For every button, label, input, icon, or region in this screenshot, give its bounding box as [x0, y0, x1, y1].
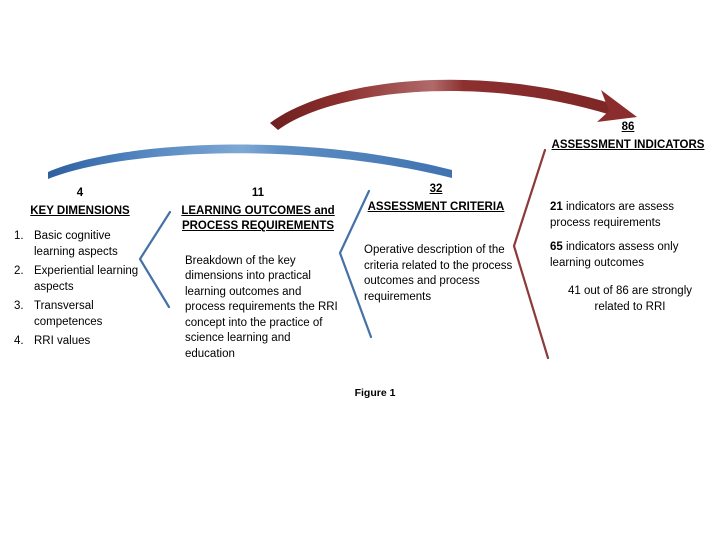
column-learning-outcomes: 11 LEARNING OUTCOMES and PROCESS REQUIRE… — [178, 186, 338, 362]
list-item-label: Transversal competences — [34, 300, 103, 328]
heading-assessment-indicators: ASSESSMENT INDICATORS — [551, 138, 705, 151]
column-assessment-indicators: 86 ASSESSMENT INDICATORS 21 indicators a… — [540, 120, 716, 315]
column-assessment-criteria: 32 ASSESSMENT CRITERIA Operative descrip… — [356, 182, 516, 305]
heading-key-dimensions: KEY DIMENSIONS — [30, 204, 130, 217]
indicator-note: 41 out of 86 are strongly related to RRI — [567, 285, 693, 313]
count-key-dimensions: 4 — [76, 187, 84, 199]
key-dimensions-list: 1. Basic cognitive learning aspects 2. E… — [10, 229, 150, 350]
list-marker: 1. — [14, 230, 24, 242]
list-item: 3. Transversal competences — [10, 299, 150, 330]
body-assessment-criteria: Operative description of the criteria re… — [364, 244, 513, 303]
list-marker: 3. — [14, 300, 24, 312]
stat-2-text: indicators assess only learning outcomes — [550, 241, 679, 269]
list-item: 1. Basic cognitive learning aspects — [10, 229, 150, 260]
figure-caption: Figure 1 — [354, 387, 396, 399]
stat-2-number: 65 — [550, 241, 563, 253]
body-assessment-indicators: 21 indicators are assess process require… — [540, 200, 716, 315]
list-marker: 4. — [14, 335, 24, 347]
count-assessment-indicators: 86 — [621, 121, 635, 133]
red-arrowhead-icon — [597, 90, 637, 122]
list-item-label: Experiential learning aspects — [34, 265, 139, 293]
list-item-label: Basic cognitive learning aspects — [34, 230, 118, 258]
list-item-label: RRI values — [34, 335, 91, 347]
heading-learning-outcomes: LEARNING OUTCOMES and PROCESS REQUIREMEN… — [178, 204, 338, 235]
list-item: 2. Experiential learning aspects — [10, 264, 150, 295]
stat-1-number: 21 — [550, 201, 563, 213]
heading-line-1: LEARNING OUTCOMES and — [181, 204, 335, 217]
indicator-stat-1: 21 indicators are assess process require… — [550, 200, 716, 231]
list-marker: 2. — [14, 265, 24, 277]
list-item: 4. RRI values — [10, 334, 150, 350]
column-key-dimensions: 4 KEY DIMENSIONS 1. Basic cognitive lear… — [10, 186, 150, 354]
heading-line-2: PROCESS REQUIREMENTS — [181, 220, 335, 232]
count-assessment-criteria: 32 — [429, 183, 443, 195]
count-learning-outcomes: 11 — [251, 187, 265, 199]
body-learning-outcomes: Breakdown of the key dimensions into pra… — [185, 254, 338, 360]
heading-assessment-criteria: ASSESSMENT CRITERIA — [367, 200, 505, 213]
blue-arc — [48, 144, 452, 179]
indicator-stat-2: 65 indicators assess only learning outco… — [550, 240, 716, 271]
stat-1-text: indicators are assess process requiremen… — [550, 201, 675, 229]
